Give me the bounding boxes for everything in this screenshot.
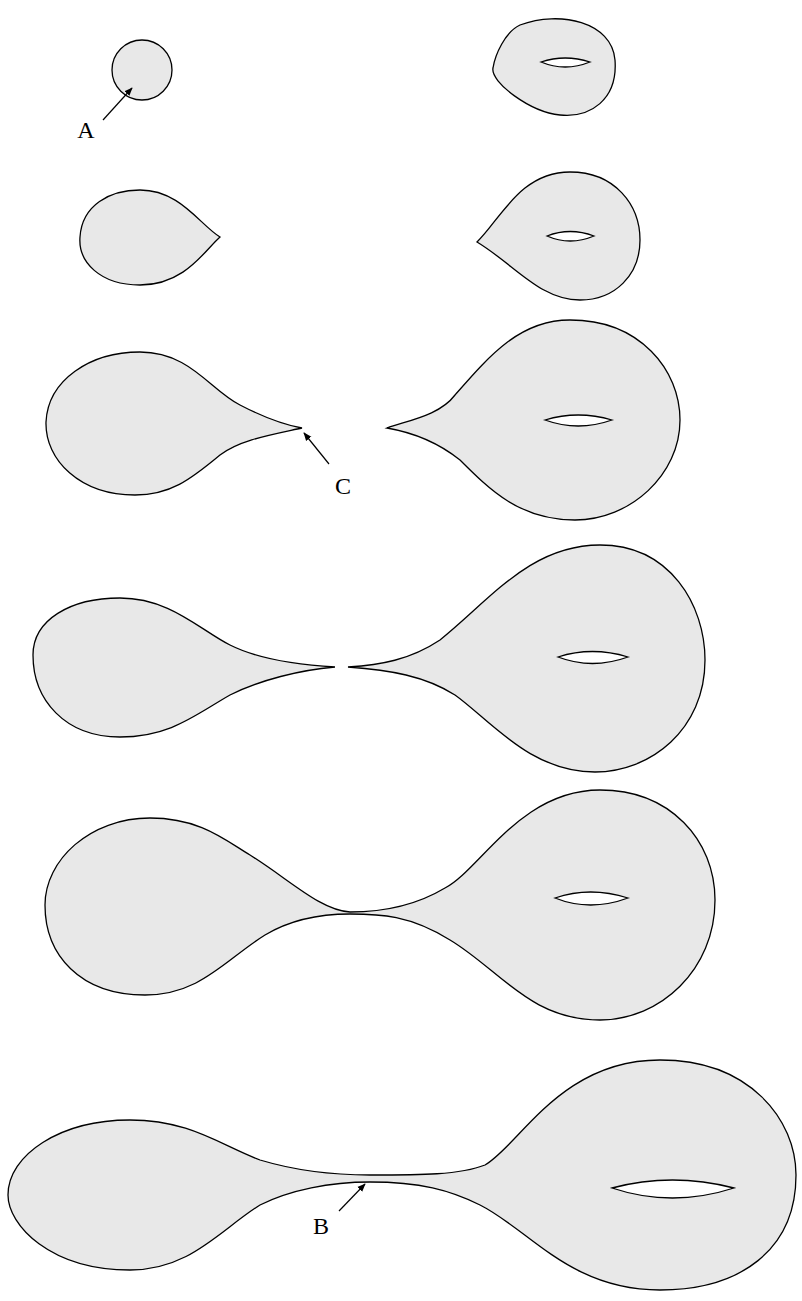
callout-letter: C bbox=[335, 474, 351, 498]
torus bbox=[477, 172, 640, 300]
callout-letter: A bbox=[77, 118, 94, 142]
sphere bbox=[112, 40, 172, 100]
sphere bbox=[46, 352, 302, 495]
connected-sum bbox=[8, 1060, 796, 1290]
callout-letter: B bbox=[313, 1214, 329, 1238]
torus bbox=[493, 19, 615, 116]
torus bbox=[387, 320, 680, 520]
torus bbox=[348, 545, 705, 772]
leader-line bbox=[339, 1184, 365, 1211]
connected-sum bbox=[45, 790, 715, 1020]
sphere bbox=[33, 598, 335, 737]
sphere bbox=[80, 190, 220, 285]
leader-line bbox=[103, 88, 132, 120]
leader-line bbox=[304, 433, 329, 464]
